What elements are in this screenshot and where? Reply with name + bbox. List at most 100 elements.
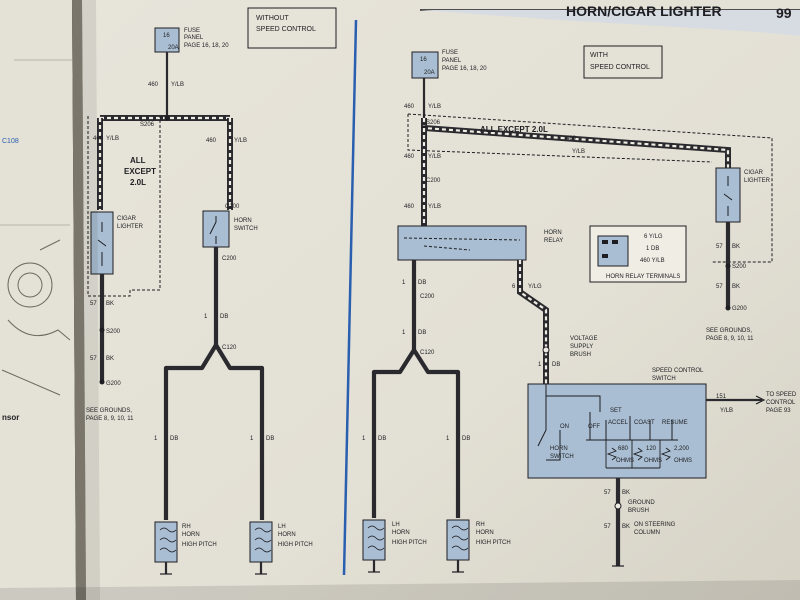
lh-horn-label-1: LH [392, 522, 400, 528]
switch-pos-on: ON [560, 424, 569, 430]
wire-label: 460 [404, 204, 415, 210]
wire-label: 460 [566, 136, 577, 142]
wire-label: 57 [604, 490, 611, 496]
wire-label: DB [170, 436, 178, 442]
all-except-outline [87, 116, 161, 297]
resistor-2-unit: OHMS [644, 458, 662, 464]
wire-label: 1 [446, 436, 450, 442]
wire-label: Y/LG [528, 284, 542, 290]
variant-label-line1: WITH [590, 52, 608, 59]
ground-label: G200 [106, 381, 121, 387]
all-except-line1: ALL [130, 156, 146, 165]
wire-label: BK [106, 356, 114, 362]
fuse-label-3: PAGE 16, 18, 20 [184, 43, 229, 49]
lh-horn-label-2: HORN [392, 530, 410, 536]
variant-label-line1: WITHOUT [256, 15, 289, 22]
wire-label: 1 [402, 330, 406, 336]
speed-control-label-1: SPEED CONTROL [652, 368, 704, 374]
wire-label: 6 [512, 284, 516, 290]
cigar-lighter-label-1: CIGAR [744, 170, 764, 176]
horn-switch-label-2: SWITCH [550, 454, 574, 460]
wire-label: Y/LB [428, 104, 441, 110]
horn-relay-label-2: RELAY [544, 238, 563, 244]
fuse-label-1: FUSE [184, 28, 200, 34]
wire-label: DB [552, 362, 560, 368]
horn-switch-label-1: HORN [234, 218, 252, 224]
wire-label: BK [732, 244, 740, 250]
terminals-caption: HORN RELAY TERMINALS [606, 274, 680, 280]
wire-label: 57 [716, 244, 723, 250]
lh-horn-label-2: HORN [278, 532, 296, 538]
wire-label: 1 [362, 436, 366, 442]
steering-column-label-2: COLUMN [634, 530, 660, 536]
resistor-3-unit: OHMS [674, 458, 692, 464]
switch-pos-set: SET [610, 408, 622, 414]
all-except-outline [407, 113, 773, 263]
see-grounds-2: PAGE 8, 9, 10, 11 [86, 416, 134, 422]
ground-label: G200 [732, 306, 747, 312]
variant-box [583, 45, 663, 79]
left-fragment-bottom: nsor [2, 413, 19, 422]
switch-pos-accel: ACCEL [608, 420, 629, 426]
fuse-rating: 20A [168, 45, 179, 51]
rh-horn-label-2: HORN [182, 532, 200, 538]
fuse-label-3: PAGE 16, 18, 20 [442, 66, 487, 72]
fuse-number: 16 [163, 33, 170, 39]
cigar-lighter-label-2: LIGHTER [744, 178, 771, 184]
wire-label: Y/LB [428, 204, 441, 210]
wire-label: 460 [404, 104, 415, 110]
see-grounds-2: PAGE 8, 9, 10, 11 [706, 336, 754, 342]
wire-label: DB [220, 314, 228, 320]
resistor-3-value: 2,200 [674, 446, 690, 452]
fuse-label-2: PANEL [184, 35, 204, 41]
splice-label: S200 [106, 329, 121, 335]
wire-label: 57 [90, 301, 97, 307]
horn-switch-label-1: HORN [550, 446, 568, 452]
splice-s200 [99, 327, 105, 333]
wire-label: 1 [154, 436, 158, 442]
wire-label: 57 [604, 524, 611, 530]
wire-label: 1 [250, 436, 254, 442]
terminal-label-1: 6 Y/LG [644, 234, 663, 240]
see-grounds-1: SEE GROUNDS, [86, 408, 132, 414]
rh-horn-label-1: RH [182, 524, 191, 530]
diagram-page [82, 0, 800, 600]
all-except-line2: EXCEPT [124, 167, 156, 176]
wire-label: Y/LB [171, 82, 184, 88]
fuse-label-2: PANEL [442, 58, 462, 64]
variant-box [247, 7, 337, 49]
fuse-rating: 20A [424, 70, 435, 76]
wire-label: BK [622, 490, 630, 496]
speed-control-switch-component [527, 383, 707, 479]
voltage-supply-label-3: BRUSH [570, 352, 591, 358]
switch-pos-off: OFF [588, 424, 600, 430]
wire-label: 460 [206, 138, 217, 144]
wire-label: Y/LB [234, 138, 247, 144]
wire-label: DB [462, 436, 470, 442]
wire-label: 1 [204, 314, 208, 320]
left-fragment-top: C108 [2, 138, 19, 145]
connector-c200: C200 [420, 294, 435, 300]
see-grounds-1: SEE GROUNDS, [706, 328, 752, 334]
section-divider [342, 19, 358, 576]
diagram-with-speed-control: WITH SPEED CONTROL 16 20A FUSE PANEL PAG… [362, 45, 797, 573]
voltage-supply-label-2: SUPPLY [570, 344, 593, 350]
left-page-sketch [1, 239, 71, 396]
terminal-label-3: 460 Y/LB [640, 258, 665, 264]
horn-switch-label-2: SWITCH [234, 226, 258, 232]
wire-label: BK [622, 524, 630, 530]
gutter-shadow [82, 0, 100, 600]
cigar-lighter-label-1: CIGAR [117, 216, 137, 222]
wire-label: Y/LB [106, 136, 119, 142]
connector-c200: C200 [222, 256, 237, 262]
lh-horn-label-3: HIGH PITCH [392, 540, 427, 546]
all-except-line3: 2.0L [130, 178, 146, 187]
wire-label: Y/LB [720, 408, 733, 414]
wire-label: 57 [90, 356, 97, 362]
variant-label-line2: SPEED CONTROL [256, 26, 316, 33]
cigar-lighter-label-2: LIGHTER [117, 224, 144, 230]
lh-horn-label-1: LH [278, 524, 286, 530]
variant-label-line2: SPEED CONTROL [590, 64, 650, 71]
terminal-label-2: 1 DB [646, 246, 659, 252]
horn-relay-label-1: HORN [544, 230, 562, 236]
